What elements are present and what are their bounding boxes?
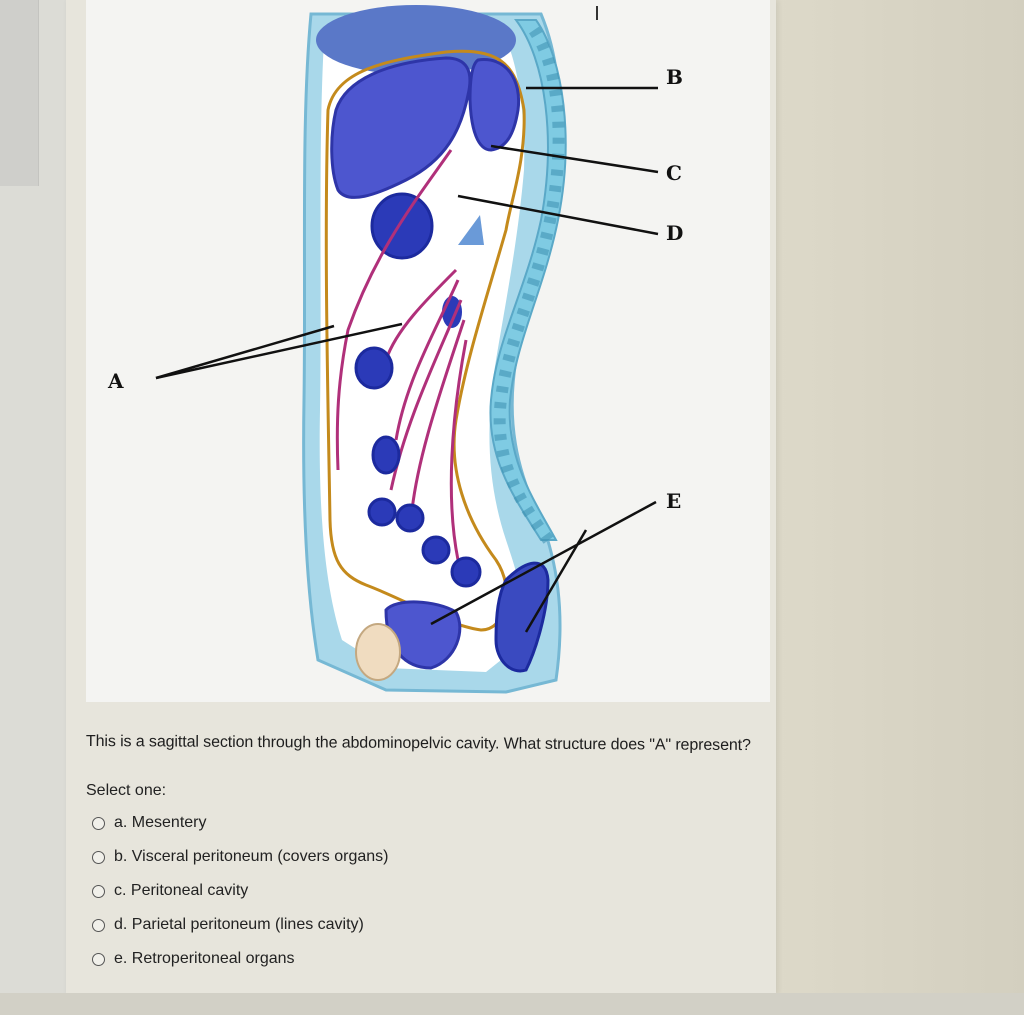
sagittal-section-diagram: A B C D E [86,0,770,702]
pubic-bone [355,623,401,681]
option-label: e. Retroperitoneal organs [114,950,295,967]
radio-button-icon[interactable] [92,884,105,898]
radio-button-icon[interactable] [92,918,105,932]
option-label: b. Visceral peritoneum (covers organs) [114,848,389,865]
select-one-prompt: Select one: [86,782,167,799]
label-d: D [666,221,683,245]
parietal-peritoneum [324,49,526,632]
vertebral-bodies [493,26,565,549]
option-label: a. Mesentery [114,814,207,831]
pancreas [458,215,484,245]
leader-lines [155,86,659,633]
label-e: E [666,489,681,513]
radio-button-icon[interactable] [92,816,105,830]
option-a[interactable]: a. Mesentery [92,806,389,840]
stomach [468,58,521,152]
option-d[interactable]: d. Parietal peritoneum (lines cavity) [92,908,389,942]
option-label: d. Parietal peritoneum (lines cavity) [114,916,364,933]
option-label: c. Peritoneal cavity [114,882,249,899]
option-c[interactable]: c. Peritoneal cavity [92,874,389,908]
transverse-colon [370,192,434,260]
liver [330,56,472,199]
diaphragm [316,5,516,75]
option-e[interactable]: e. Retroperitoneal organs [92,942,389,976]
diagram-svg: A B C D E [107,5,683,694]
label-a: A [107,369,124,393]
bottom-edge [0,993,1024,1015]
answer-options: a. Mesentery b. Visceral peritoneum (cov… [92,806,389,976]
radio-button-icon[interactable] [92,850,105,864]
radio-button-icon[interactable] [92,952,105,966]
left-side-tab [0,0,39,186]
label-c: C [666,161,682,185]
small-intestine [354,346,482,588]
desk-background [774,0,1024,1015]
label-b: B [666,65,683,89]
option-b[interactable]: b. Visceral peritoneum (covers organs) [92,840,389,874]
